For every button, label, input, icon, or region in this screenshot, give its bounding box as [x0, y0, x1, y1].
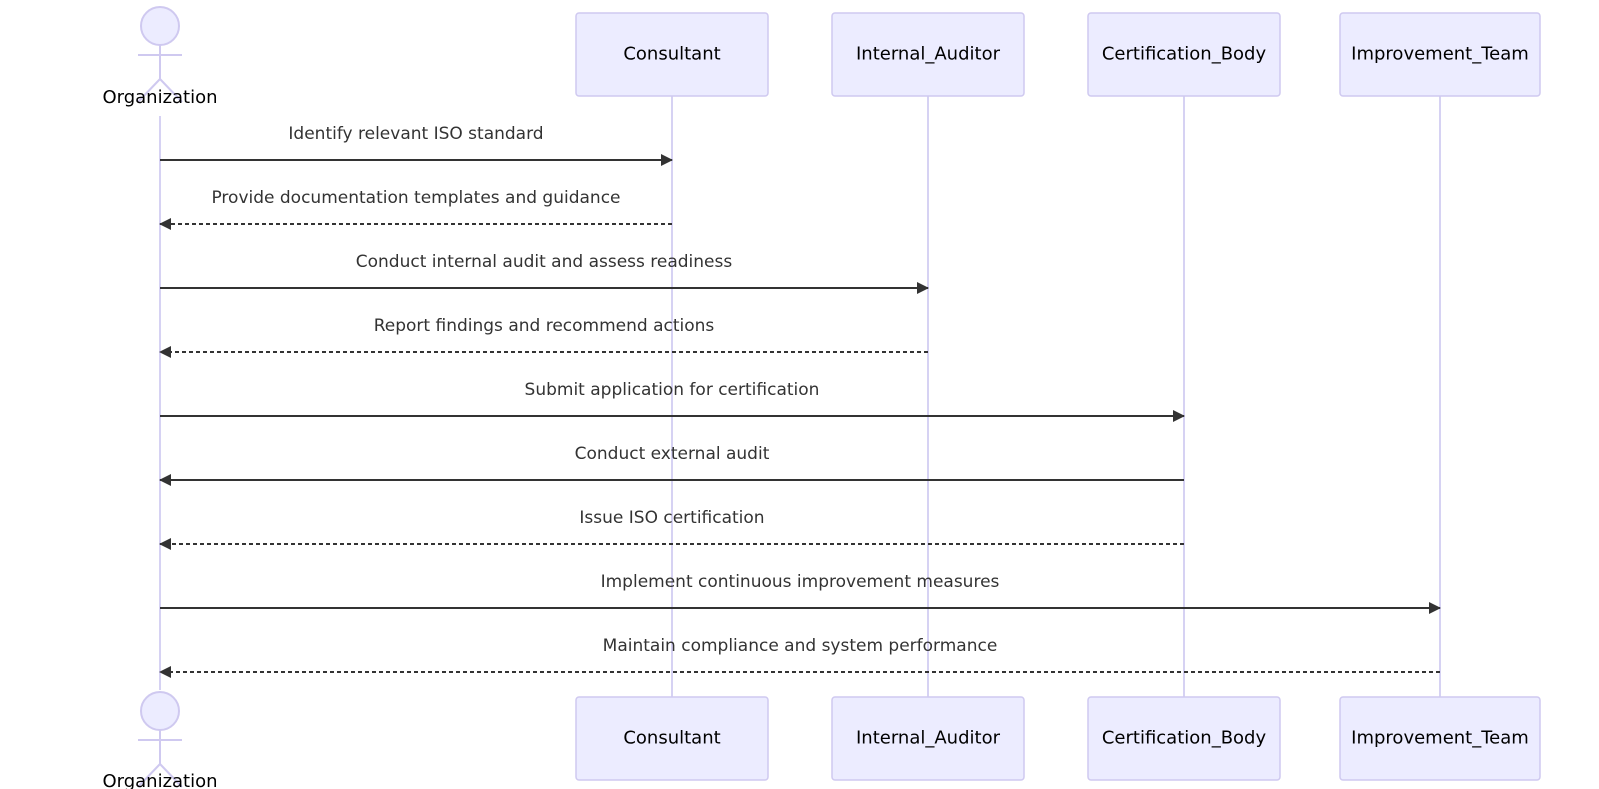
- participant-label: Certification_Body: [1102, 728, 1267, 749]
- message-label: Report findings and recommend actions: [374, 316, 715, 336]
- participant-box: [1087, 12, 1281, 97]
- participant-box: [1339, 696, 1541, 781]
- message-8: Implement continuous improvement measure…: [160, 572, 1441, 614]
- message-9: Maintain compliance and system performan…: [159, 636, 1440, 678]
- participant-improvement_team-top: Improvement_Team: [1339, 12, 1541, 97]
- actor-organization-top: Organization: [102, 6, 218, 108]
- message-label: Submit application for certification: [525, 380, 820, 400]
- participant-consultant-top: Consultant: [575, 12, 769, 97]
- participant-label: Internal_Auditor: [856, 728, 1001, 749]
- participant-label: Consultant: [623, 728, 720, 749]
- participant-label: Improvement_Team: [1351, 44, 1529, 65]
- stick-figure-icon: [137, 691, 183, 788]
- participant-label: Improvement_Team: [1351, 728, 1529, 749]
- message-3: Conduct internal audit and assess readin…: [160, 252, 929, 294]
- actor-label: Organization: [102, 771, 217, 789]
- participant-certification_body-bottom: Certification_Body: [1087, 696, 1281, 781]
- message-label: Identify relevant ISO standard: [288, 124, 543, 144]
- message-7: Issue ISO certification: [159, 508, 1184, 550]
- participant-label: Consultant: [623, 44, 720, 65]
- participant-consultant-bottom: Consultant: [575, 696, 769, 781]
- message-label: Implement continuous improvement measure…: [601, 572, 1000, 592]
- actor-label: Organization: [102, 87, 217, 108]
- message-label: Provide documentation templates and guid…: [211, 188, 620, 208]
- participant-box: [575, 696, 769, 781]
- message-4: Report findings and recommend actions: [159, 316, 928, 358]
- participant-internal_auditor-bottom: Internal_Auditor: [831, 696, 1025, 781]
- message-6: Conduct external audit: [159, 444, 1184, 486]
- participant-label: Internal_Auditor: [856, 44, 1001, 65]
- participant-box: [831, 12, 1025, 97]
- message-label: Issue ISO certification: [579, 508, 764, 528]
- message-label: Maintain compliance and system performan…: [603, 636, 998, 656]
- participant-certification_body-top: Certification_Body: [1087, 12, 1281, 97]
- message-label: Conduct external audit: [575, 444, 770, 464]
- participant-box: [1339, 12, 1541, 97]
- message-label: Conduct internal audit and assess readin…: [356, 252, 733, 272]
- participant-box: [575, 12, 769, 97]
- stick-figure-icon: [137, 6, 183, 103]
- actor-organization-bottom: Organization: [102, 691, 218, 789]
- participant-internal_auditor-top: Internal_Auditor: [831, 12, 1025, 97]
- participant-label: Certification_Body: [1102, 44, 1267, 65]
- participant-box: [1087, 696, 1281, 781]
- participant-improvement_team-bottom: Improvement_Team: [1339, 696, 1541, 781]
- message-2: Provide documentation templates and guid…: [159, 188, 672, 230]
- participant-box: [831, 696, 1025, 781]
- message-1: Identify relevant ISO standard: [160, 124, 673, 166]
- message-5: Submit application for certification: [160, 380, 1185, 422]
